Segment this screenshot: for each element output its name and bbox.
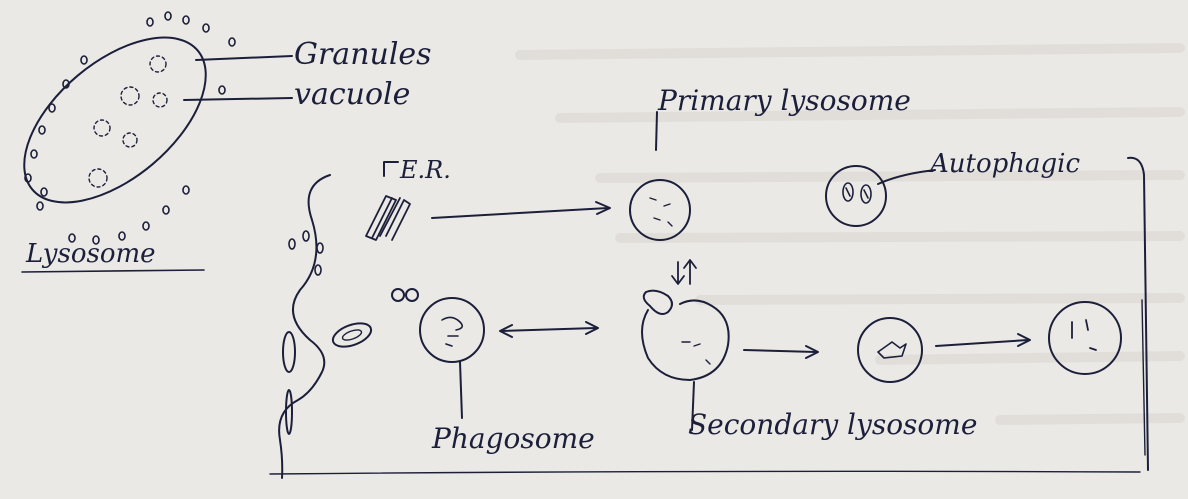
label-phagosome: Phagosome	[431, 422, 595, 455]
fusion-arrows	[672, 260, 696, 284]
phagosome-secondary-arrow	[502, 328, 596, 331]
label-secondary-lysosome: Secondary lysosome	[688, 408, 977, 441]
label-lysosome: Lysosome	[25, 239, 156, 269]
phagosome-contents	[442, 317, 462, 346]
lysosome-membrane	[0, 6, 235, 234]
er-stack	[366, 196, 410, 240]
cell-membrane	[279, 175, 330, 478]
digestive-vacuole	[858, 318, 922, 382]
label-granules: Granules	[294, 37, 432, 72]
label-autophagic: Autophagic	[928, 149, 1080, 179]
digestive-to-residual-arrow	[936, 340, 1028, 346]
er-marker	[384, 162, 398, 176]
bottom-baseline	[270, 471, 1140, 474]
residual-body	[1049, 302, 1121, 374]
internal-vacuoles	[89, 56, 167, 187]
label-primary-lysosome: Primary lysosome	[657, 84, 911, 117]
secondary-contents	[682, 342, 710, 364]
granules-pointer	[196, 56, 292, 60]
label-vacuole: vacuole	[294, 77, 410, 112]
phagosome	[420, 298, 484, 362]
primary-lysosome-contents	[650, 198, 672, 226]
autophagic-contents	[843, 183, 871, 203]
primary-lysosome	[630, 180, 690, 240]
label-er: E.R.	[399, 156, 451, 184]
endocytic-vesicle-lower	[286, 390, 292, 434]
lysosome-underline	[22, 270, 204, 272]
phagosome-pointer	[460, 362, 462, 418]
extracellular-particles	[289, 231, 323, 275]
lysosome-cell	[0, 6, 292, 272]
endocytic-vesicle	[283, 332, 295, 372]
secondary-to-residual-arrow	[744, 350, 816, 352]
right-bracket-inner	[1142, 300, 1145, 455]
primary-lysosome-pointer	[656, 112, 657, 150]
surface-granules	[25, 12, 235, 244]
residual-contents	[1072, 320, 1096, 350]
secondary-lysosome	[642, 300, 729, 380]
bilobed-particle	[392, 289, 418, 301]
vacuole-pointer	[184, 98, 292, 100]
er-to-primary-arrow	[432, 208, 608, 218]
pinocytic-vesicle	[330, 319, 374, 351]
